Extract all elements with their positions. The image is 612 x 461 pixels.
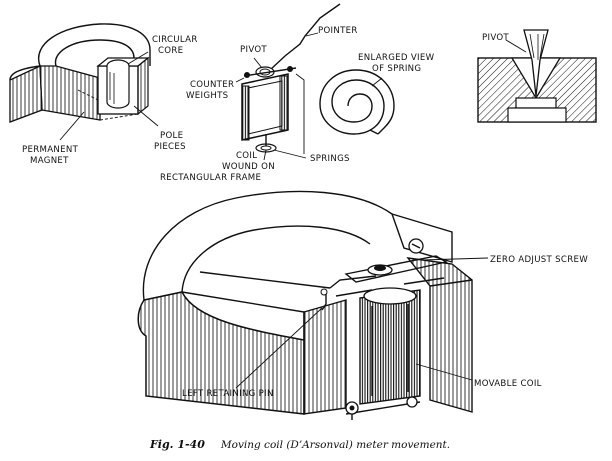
enlarged-spring-illustration (319, 69, 395, 135)
figure-caption: Fig. 1-40 Moving coil (D’Arsonval) meter… (149, 435, 450, 452)
figure-number: Fig. 1-40 (149, 438, 205, 451)
permanent-magnet-label-1: PERMANENT (22, 145, 79, 155)
counter-weights-label-1: COUNTER (190, 80, 234, 90)
meter-movement-illustration (137, 190, 489, 420)
pivot-section-illustration (477, 29, 597, 123)
pole-pieces-label-2: PIECES (154, 142, 186, 152)
counter-weights-label-2: WEIGHTS (186, 91, 228, 101)
circular-core-label-1: CIRCULAR (152, 35, 198, 45)
left-retaining-pin-label: LEFT RETAINING PIN (182, 389, 274, 399)
springs-label: SPRINGS (310, 154, 350, 164)
permanent-magnet-label-2: MAGNET (30, 156, 69, 166)
coil-label-1: COIL (236, 151, 257, 161)
zero-adjust-screw-label: ZERO ADJUST SCREW (490, 255, 588, 265)
coil-frame-illustration (235, 3, 341, 161)
small-magnet-illustration (9, 23, 159, 141)
pivot-label-top: PIVOT (240, 45, 267, 55)
circular-core-label-2: CORE (158, 46, 183, 56)
figure-caption-text: Moving coil (D’Arsonval) meter movement. (220, 439, 450, 451)
coil-label-3: RECTANGULAR FRAME (160, 173, 261, 183)
pointer-label: POINTER (318, 26, 358, 36)
pivot-label-right: PIVOT (482, 33, 509, 43)
coil-label-2: WOUND ON (222, 162, 275, 172)
enlarged-view-label-1: ENLARGED VIEW (358, 53, 435, 63)
pole-pieces-label-1: POLE (160, 131, 183, 141)
enlarged-view-label-2: OF SPRING (372, 64, 421, 74)
movable-coil-label: MOVABLE COIL (474, 379, 542, 389)
